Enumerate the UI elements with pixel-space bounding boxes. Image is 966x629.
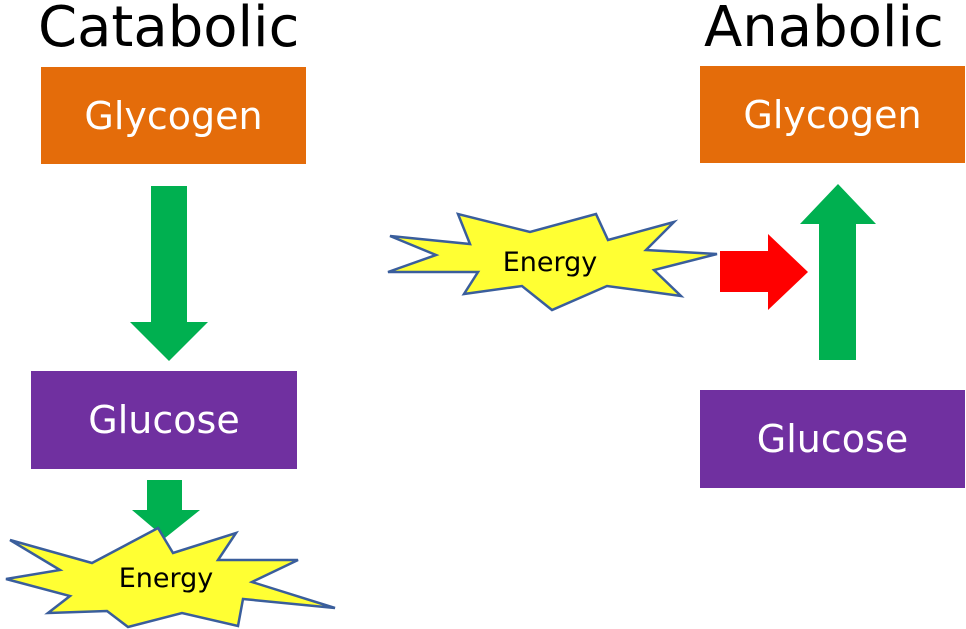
anabolic-glucose-box: Glucose [700,390,965,488]
catabolic-glycogen-box: Glycogen [41,67,306,164]
catabolic-glucose-box: Glucose [31,371,297,469]
catabolic-energy-burst [5,526,336,629]
anabolic-energy-label: Energy [502,246,598,278]
anabolic-glycogen-label: Glycogen [743,92,922,137]
catabolic-glycogen-label: Glycogen [84,93,263,138]
catabolic-energy-label: Energy [118,562,214,594]
anabolic-title: Anabolic [704,0,944,60]
anabolic-glycogen-box: Glycogen [700,66,965,163]
catabolic-glucose-label: Glucose [88,398,240,442]
anabolic-energy-burst [387,212,718,312]
anabolic-glucose-label: Glucose [756,417,909,461]
energy-right-arrow [720,234,808,310]
catabolic-down-arrow [130,186,208,361]
catabolic-small-down-arrow [132,480,200,538]
catabolic-title: Catabolic [38,0,300,60]
anabolic-up-arrow [800,184,876,360]
